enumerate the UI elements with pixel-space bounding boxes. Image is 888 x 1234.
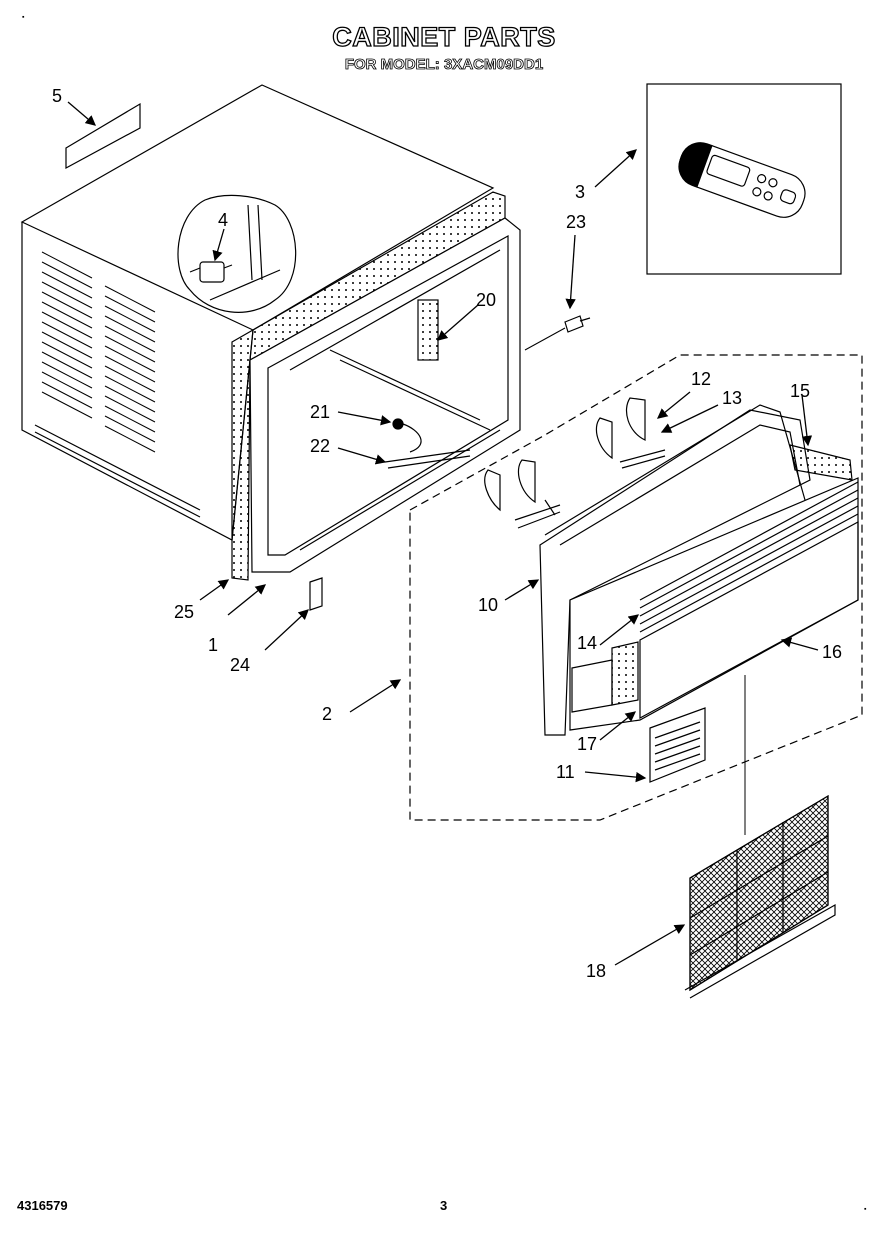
part-23-screw bbox=[564, 315, 584, 333]
page-number: 3 bbox=[440, 1198, 448, 1213]
callout-25: 25 bbox=[174, 602, 195, 622]
callout-17: 17 bbox=[577, 734, 598, 754]
part-2-assembly-outline bbox=[409, 354, 863, 821]
cabinet-shell bbox=[20, 84, 495, 541]
callout-15: 15 bbox=[790, 381, 811, 401]
callout-11: 11 bbox=[556, 762, 575, 782]
part-11-grille bbox=[649, 707, 706, 783]
part-21-knob bbox=[392, 418, 404, 430]
part-24-clip bbox=[309, 577, 323, 611]
louver-set-right bbox=[595, 397, 666, 469]
callout-4: 4 bbox=[218, 210, 229, 230]
corner-mark-top-left: ▪ bbox=[22, 14, 25, 21]
part-1-frame bbox=[249, 217, 521, 573]
document-number: 4316579 bbox=[17, 1198, 68, 1213]
part-3-remote-box bbox=[646, 83, 842, 275]
callout-18: 18 bbox=[586, 961, 607, 981]
part-3-remote bbox=[678, 142, 806, 218]
callout-22: 22 bbox=[310, 436, 331, 456]
part-16-grille-body bbox=[569, 477, 859, 731]
top-cutout bbox=[177, 194, 297, 313]
leader-arrows bbox=[67, 101, 819, 966]
part-15-bracket bbox=[789, 444, 853, 481]
callout-1: 1 bbox=[208, 635, 219, 655]
part-22-rail bbox=[384, 449, 471, 469]
part-10-front-panel bbox=[539, 409, 811, 736]
callout-21: 21 bbox=[310, 402, 331, 422]
page-title: CABINET PARTS bbox=[332, 21, 556, 52]
part-4-switch bbox=[189, 261, 233, 283]
callout-16: 16 bbox=[822, 642, 843, 662]
callout-12: 12 bbox=[691, 369, 712, 389]
callout-10: 10 bbox=[478, 595, 499, 615]
callout-3: 3 bbox=[575, 182, 586, 202]
callout-14: 14 bbox=[577, 633, 598, 653]
louver-set-left bbox=[484, 459, 561, 529]
callout-23: 23 bbox=[566, 212, 587, 232]
part-14-louvers bbox=[639, 481, 859, 633]
corner-mark-bottom-right: ▪ bbox=[864, 1206, 867, 1213]
part-20-foam bbox=[417, 299, 439, 361]
callout-2: 2 bbox=[322, 704, 333, 724]
part-18-filter bbox=[684, 794, 836, 999]
part-5-label bbox=[65, 102, 141, 170]
callout-5: 5 bbox=[52, 86, 63, 106]
callout-24: 24 bbox=[230, 655, 251, 675]
callout-20: 20 bbox=[476, 290, 497, 310]
model-subtitle: FOR MODEL: 3XACM09DD1 bbox=[344, 56, 544, 74]
callout-13: 13 bbox=[722, 388, 743, 408]
